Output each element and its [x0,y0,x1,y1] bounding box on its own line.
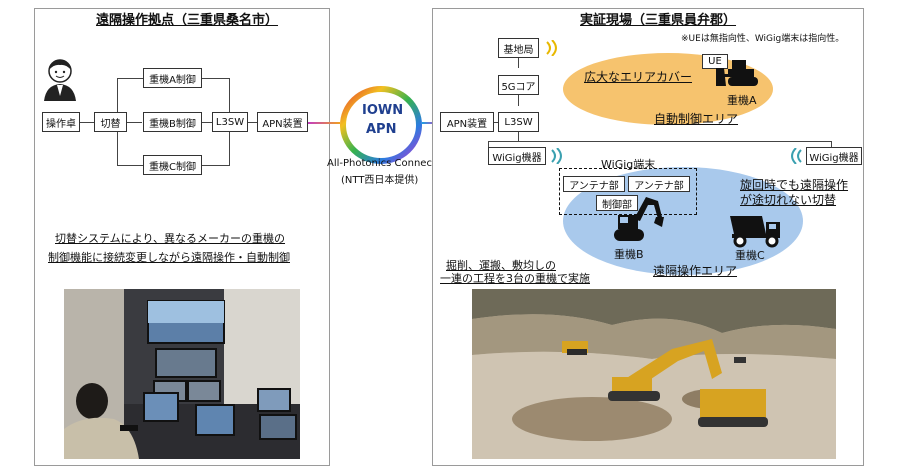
connector [518,130,519,142]
left-caption-line2: 制御機能に接続変更しながら遠隔操作・自動制御 [48,251,290,264]
connector [202,122,212,123]
wide-area-coverage-label: 広大なエリアカバー [584,70,693,84]
connector [117,165,144,166]
operator-person-icon [42,58,78,102]
iown-label: IOWN [362,103,404,118]
connector [127,122,142,123]
machine-a-label: 重機A [727,94,757,107]
connector [488,141,831,142]
l3sw-box-left: L3SW [212,112,248,132]
l3sw-box-right: L3SW [498,112,539,132]
control-unit-box: 制御部 [596,195,638,211]
antenna-unit-box-1: アンテナ部 [563,176,625,192]
switch-box: 切替 [94,112,127,132]
machine-c-control-box: 重機C制御 [143,155,202,175]
connector [248,122,257,123]
dump-truck-icon [728,214,782,248]
antenna-unit-box-2: アンテナ部 [628,176,690,192]
swivel-switch-label-line2: が途切れない切替 [740,193,837,207]
auto-control-area-label: 自動制御エリア [654,112,739,126]
bulldozer-icon [714,58,766,88]
excavator-icon [612,193,666,245]
all-photonics-connect-label: All-Photonics Connect [327,158,436,169]
apn-link-right [422,122,440,124]
connector [229,132,230,166]
directivity-note: ※UEは無指向性、WiGig端末は指向性。 [681,34,845,44]
construction-site-photo [472,289,836,459]
base-station-box: 基地局 [498,38,539,58]
connector [488,141,489,147]
connector [202,165,230,166]
machine-b-label: 重機B [614,248,644,261]
iown-apn-ring [338,84,424,166]
apn-device-box-right: APN装置 [440,112,494,132]
left-caption-line1: 切替システムにより、異なるメーカーの重機の [55,232,286,245]
signal-icon [787,148,805,164]
connector [518,94,519,106]
ntt-west-label: (NTT西日本提供) [341,175,419,186]
apn-device-box-left: APN装置 [257,112,308,132]
wigig-terminal-group [559,168,697,215]
connector [229,78,230,113]
connector [80,122,94,123]
connector [518,58,519,68]
right-panel-title: 実証現場（三重県員弁郡） [580,13,737,28]
connector [117,78,144,79]
control-room-photo [64,289,300,459]
remote-operation-area-label: 遠隔操作エリア [653,264,738,278]
process-caption-line1: 掘削、運搬、敷均しの [446,259,556,272]
swivel-switch-label-line1: 旋回時でも遠隔操作 [740,178,849,192]
operator-desk-box: 操作卓 [42,112,80,132]
apn-label: APN [366,122,397,137]
connector [494,122,498,123]
machine-b-control-box: 重機B制御 [143,112,202,132]
ue-box: UE [702,54,728,69]
5g-core-box: 5Gコア [498,75,539,95]
wigig-terminal-label: WiGig端末 [601,158,656,171]
wigig-device-box-right: WiGig機器 [806,147,862,165]
left-panel-title: 遠隔操作拠点（三重県桑名市） [96,13,279,28]
apn-link-left [308,122,340,124]
signal-icon [543,40,561,56]
process-caption-line2: 一連の工程を3台の重機で実施 [440,272,590,285]
wigig-device-box-left: WiGig機器 [488,147,546,165]
signal-icon [548,148,566,164]
connector [202,78,230,79]
machine-c-label: 重機C [735,249,765,262]
machine-a-control-box: 重機A制御 [143,68,202,88]
connector [831,141,832,147]
